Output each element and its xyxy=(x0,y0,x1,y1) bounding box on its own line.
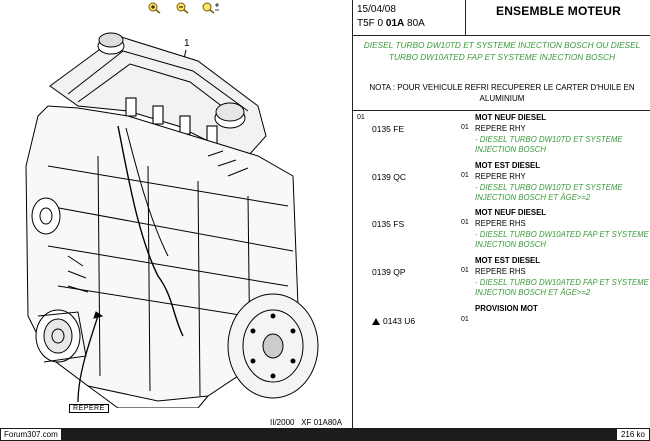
part-description: REPERE RHS - DIESEL TURBO DW10ATED FAP E… xyxy=(475,219,650,251)
engine-illustration xyxy=(25,32,319,408)
part-description: PROVISION MOT xyxy=(475,304,650,315)
part-description: REPERE RHS - DIESEL TURBO DW10ATED FAP E… xyxy=(475,267,650,299)
part-repere: REPERE RHY xyxy=(475,172,526,181)
header-code-suffix: 80A xyxy=(404,18,425,29)
part-detail: - DIESEL TURBO DW10TD ET SYSTEME INJECTI… xyxy=(475,182,623,203)
row-number: 01 xyxy=(357,114,365,121)
part-title: MOT NEUF DIESEL xyxy=(475,113,547,122)
header-code-bold: 01A xyxy=(385,18,405,29)
zoom-out-icon[interactable] xyxy=(173,1,193,14)
warning-triangle-icon xyxy=(372,318,380,326)
status-site-label: Forum307.com xyxy=(0,428,62,441)
parts-info-pane: 15/04/08 T5F 0 01A 80A ENSEMBLE MOTEUR D… xyxy=(352,0,650,428)
part-repere: REPERE RHS xyxy=(475,267,526,276)
parts-table: 01 MOT NEUF DIESEL 0135 FE 01 REPERE RHY… xyxy=(353,110,650,428)
part-callout-number: 1 xyxy=(184,38,190,49)
part-repere: REPERE RHS xyxy=(475,219,526,228)
part-quantity: 01 xyxy=(461,124,469,131)
part-title: MOT EST DIESEL xyxy=(475,256,540,265)
part-detail: - DIESEL TURBO DW10TD ET SYSTEME INJECTI… xyxy=(475,134,623,155)
page-title: ENSEMBLE MOTEUR xyxy=(495,4,621,18)
part-reference[interactable]: 0135 FE xyxy=(372,124,405,134)
part-title: MOT NEUF DIESEL xyxy=(475,208,547,217)
status-bar: Forum307.com 216 ko xyxy=(0,428,650,441)
part-detail: - DIESEL TURBO DW10ATED FAP ET SYSTEME I… xyxy=(475,277,649,298)
repere-tag: REPERE xyxy=(69,404,109,413)
engine-type-note: DIESEL TURBO DW10TD ET SYSTEME INJECTION… xyxy=(363,40,641,62)
drawing-caption: II/2000 XF 01A80A xyxy=(270,418,343,427)
part-quantity: 01 xyxy=(461,316,469,323)
part-reference[interactable]: 0139 QP xyxy=(372,267,406,277)
part-reference[interactable]: 0139 QC xyxy=(372,172,407,182)
part-reference-text: 0143 U6 xyxy=(383,316,416,326)
part-quantity: 01 xyxy=(461,267,469,274)
part-description: REPERE RHY - DIESEL TURBO DW10TD ET SYST… xyxy=(475,124,650,156)
part-title: PROVISION MOT xyxy=(475,304,538,313)
part-quantity: 01 xyxy=(461,172,469,179)
engine-drawing-pane: 1 xyxy=(25,1,343,427)
part-repere: REPERE RHY xyxy=(475,124,526,133)
part-description: MOT NEUF DIESEL xyxy=(475,113,650,124)
part-description: MOT NEUF DIESEL xyxy=(475,208,650,219)
status-file-size: 216 ko xyxy=(615,428,650,441)
part-reference[interactable]: 0143 U6 xyxy=(372,316,415,326)
nota-text: NOTA : POUR VEHICULE REFRI RECUPERER LE … xyxy=(369,83,635,103)
header-code: T5F 0 01A 80A xyxy=(357,17,461,31)
parts-header: 15/04/08 T5F 0 01A 80A ENSEMBLE MOTEUR xyxy=(353,0,650,36)
part-description: MOT EST DIESEL xyxy=(475,161,650,172)
header-code-prefix: T5F 0 xyxy=(357,18,386,29)
header-date: 15/04/08 xyxy=(357,4,396,15)
part-reference[interactable]: 0135 FS xyxy=(372,219,405,229)
part-detail: - DIESEL TURBO DW10ATED FAP ET SYSTEME I… xyxy=(475,229,649,250)
header-meta: 15/04/08 T5F 0 01A 80A xyxy=(353,0,466,36)
part-title: MOT EST DIESEL xyxy=(475,161,540,170)
zoom-toolbar xyxy=(145,1,221,14)
part-description: MOT EST DIESEL xyxy=(475,256,650,267)
part-quantity: 01 xyxy=(461,219,469,226)
zoom-reset-icon[interactable] xyxy=(201,1,221,14)
zoom-in-icon[interactable] xyxy=(145,1,165,14)
part-description: REPERE RHY - DIESEL TURBO DW10TD ET SYST… xyxy=(475,172,650,204)
